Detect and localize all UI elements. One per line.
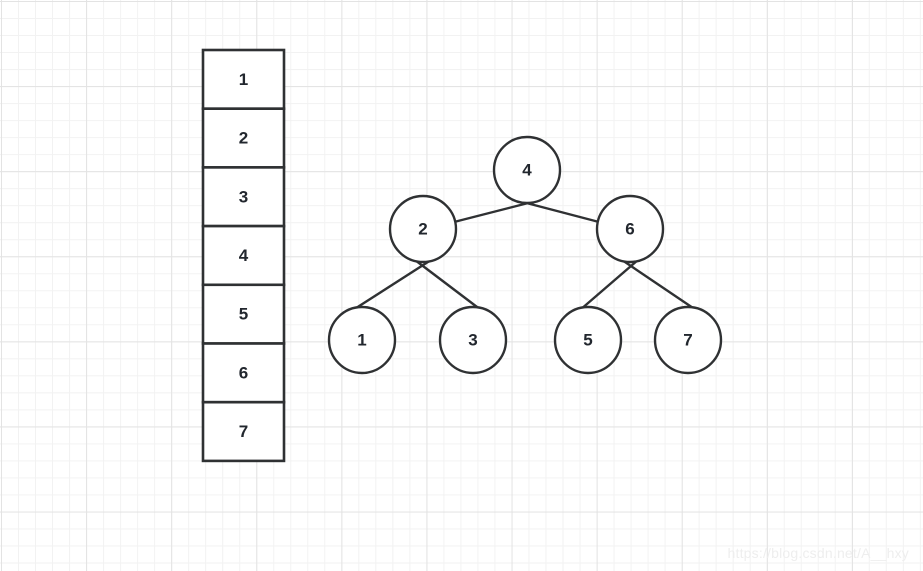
tree-node-value-leaf7: 7 — [683, 331, 692, 350]
tree-edge-right-leaf5 — [578, 258, 640, 312]
tree-node-right — [595, 194, 665, 264]
array-column: 1 2 3 4 5 6 7 — [201, 48, 286, 463]
tree-node-value-root: 4 — [522, 161, 532, 180]
tree-nodes: 4 2 6 1 3 5 7 — [327, 135, 723, 375]
tree-edge-left-leaf1 — [351, 258, 433, 312]
tree-node-leaf5 — [553, 305, 623, 375]
tree-node-value-right: 6 — [625, 220, 634, 239]
array-cell — [201, 342, 286, 404]
tree-edge-right-leaf7 — [620, 258, 698, 312]
array-cell-value: 5 — [239, 305, 248, 324]
tree-edge-left-leaf3 — [413, 258, 483, 312]
tree-node-left — [388, 194, 458, 264]
array-cell-value: 7 — [239, 422, 248, 441]
array-cell-value: 3 — [239, 187, 248, 206]
array-cell-value: 4 — [239, 246, 249, 265]
array-cell-value: 6 — [239, 363, 248, 382]
array-cell — [201, 400, 286, 463]
tree-node-root — [492, 135, 562, 205]
tree-node-leaf7 — [653, 305, 723, 375]
tree-node-value-leaf3: 3 — [468, 331, 477, 350]
tree-node-value-left: 2 — [418, 220, 427, 239]
watermark-text: https://blog.csdn.net/A__hxy — [727, 545, 909, 561]
array-cell — [201, 224, 286, 287]
tree-node-value-leaf1: 1 — [357, 331, 366, 350]
tree-node-leaf3 — [438, 305, 508, 375]
array-cell-value: 1 — [239, 70, 248, 89]
array-cell-value: 2 — [239, 129, 248, 148]
tree-node-value-leaf5: 5 — [583, 331, 592, 350]
tree-node-leaf1 — [327, 305, 397, 375]
